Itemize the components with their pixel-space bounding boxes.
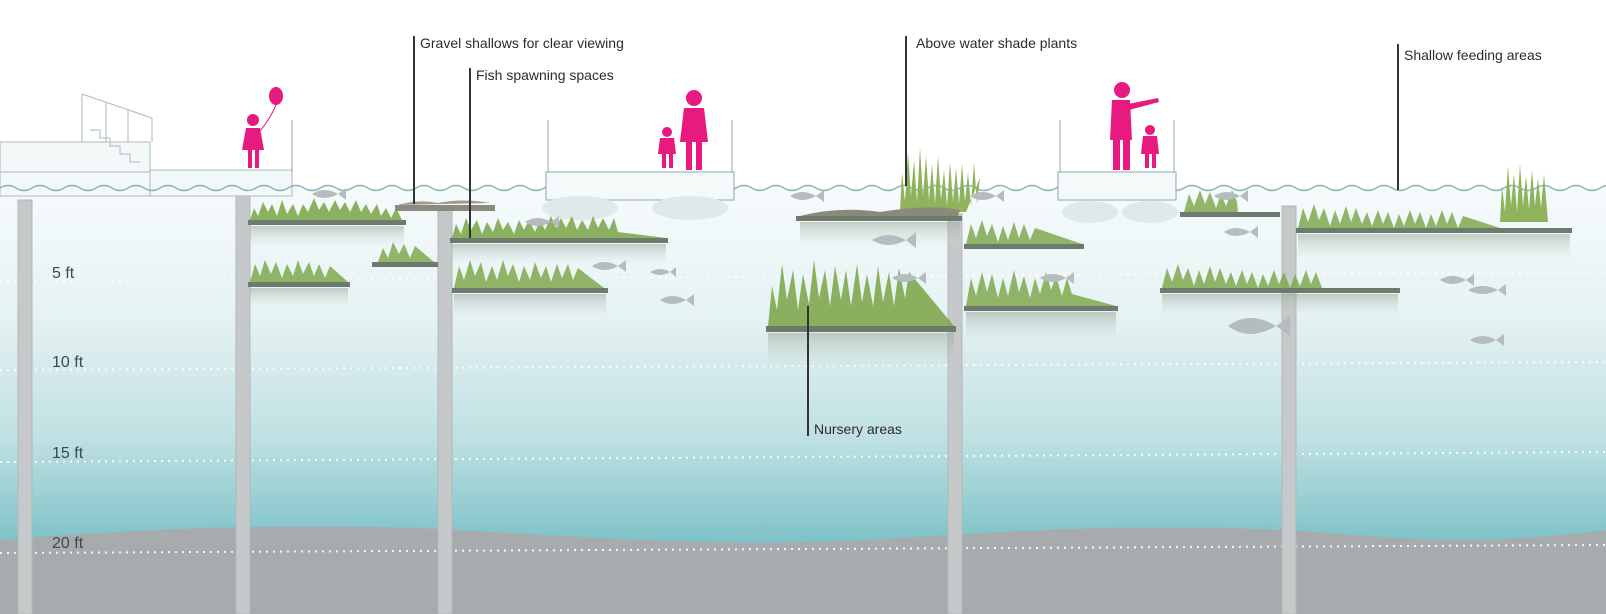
person-silhouette-icon	[680, 90, 708, 170]
water-surface	[0, 184, 1606, 192]
callout-shade-plants: Above water shade plants	[916, 35, 1077, 51]
callout-fish-spawning: Fish spawning spaces	[476, 67, 614, 83]
fish-icon	[790, 190, 824, 202]
callout-gravel-shallows: Gravel shallows for clear viewing	[420, 35, 624, 51]
shore-stair-structure	[0, 93, 293, 197]
fish-icon	[1224, 226, 1258, 238]
floating-wetland-tray	[372, 242, 438, 267]
fish-group	[312, 188, 1506, 346]
fish-icon	[872, 232, 916, 248]
fish-icon	[592, 260, 626, 272]
depth-line-15ft	[0, 451, 1606, 463]
viewing-platform	[1057, 120, 1178, 223]
person-silhouette-icon	[658, 127, 676, 168]
callout-nursery-areas: Nursery areas	[814, 421, 902, 437]
floating-wetland-tray	[964, 220, 1084, 249]
depth-label-20ft: 20 ft	[52, 535, 84, 552]
depth-label-10ft: 10 ft	[52, 354, 84, 371]
floating-wetland-tray	[1160, 264, 1400, 316]
pile	[1281, 205, 1297, 614]
floating-wetland-tray	[766, 260, 956, 371]
person-silhouette-icon	[1141, 125, 1159, 168]
floating-wetland-tray	[1296, 164, 1572, 260]
depth-label-5ft: 5 ft	[52, 265, 75, 282]
depth-line-10ft	[0, 361, 1606, 371]
floating-wetland-tray	[248, 198, 406, 248]
fish-icon	[970, 190, 1004, 202]
person-silhouette-icon	[242, 87, 283, 168]
viewing-platforms	[291, 120, 1178, 223]
depth-line-20ft	[0, 544, 1606, 554]
floating-wetland-tray	[452, 260, 608, 318]
fish-icon	[1440, 274, 1474, 286]
callout-shallow-feeding: Shallow feeding areas	[1404, 47, 1542, 63]
fish-icon	[660, 294, 694, 306]
viewing-platform	[542, 120, 735, 220]
fish-icon	[1214, 190, 1248, 202]
floating-wetland-tray	[1180, 190, 1280, 217]
fish-icon	[312, 188, 346, 200]
fish-icon	[892, 272, 926, 284]
pile	[947, 213, 963, 614]
fish-icon	[1470, 334, 1504, 346]
floating-wetland-tray	[964, 270, 1118, 342]
fish-icon	[650, 267, 676, 277]
fish-icon	[525, 216, 559, 228]
seabed	[0, 526, 1606, 614]
pile	[437, 207, 453, 614]
pile	[17, 199, 33, 614]
callout-leaders	[413, 36, 1399, 436]
person-silhouette-icon	[1110, 82, 1159, 170]
fish-icon	[1468, 284, 1506, 296]
floating-wetland-tray	[395, 200, 495, 211]
floating-wetland-tray	[248, 260, 350, 306]
people-figures	[242, 82, 1159, 170]
pile	[235, 195, 251, 614]
fish-icon	[1040, 272, 1074, 284]
depth-label-15ft: 15 ft	[52, 445, 84, 462]
fish-icon	[1228, 316, 1290, 336]
